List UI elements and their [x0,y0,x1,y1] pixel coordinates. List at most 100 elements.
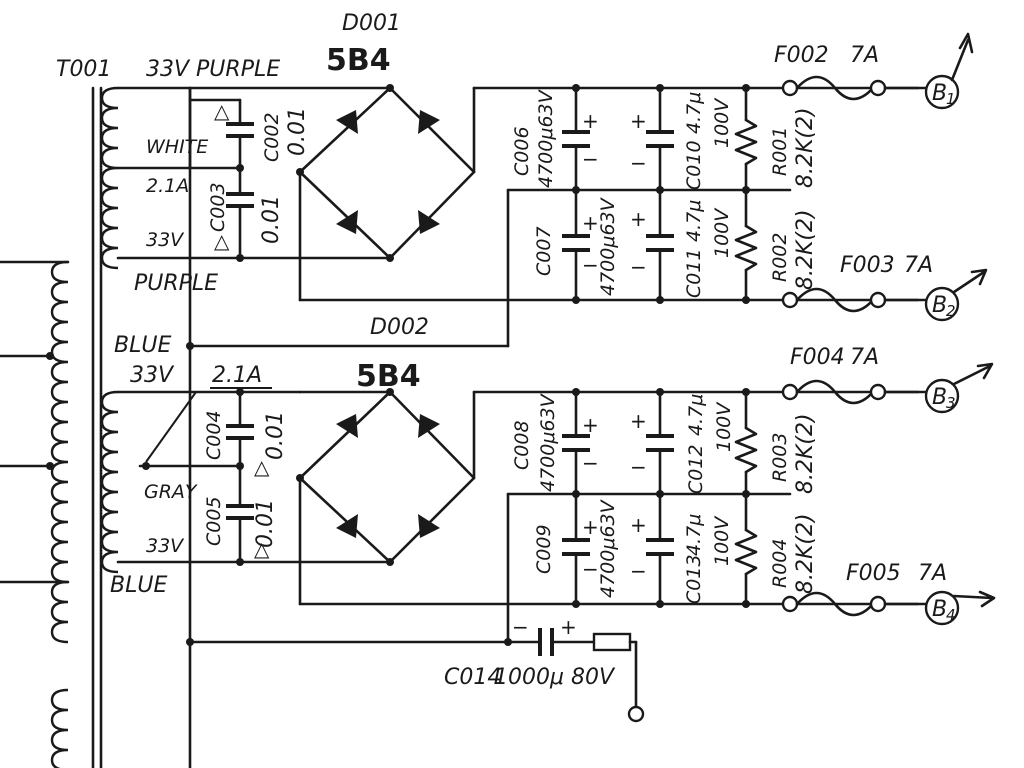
c003-value: 0.01 [259,195,284,244]
secondary2-current-label: 2.1A [212,363,262,388]
c010-voltage: 100V [711,97,733,148]
secondary1-lower-voltage-label: 33V [146,229,185,251]
c013-minus: − [630,559,647,583]
d002-part: 5B4 [356,359,421,394]
b1-index: 1 [946,90,956,108]
b4-index: 4 [946,606,956,624]
c011-value: 4.7μ [683,200,705,242]
c009-plus: + [582,515,599,539]
c006-value: 4700μ63V [535,88,557,188]
b1-letter: B [932,81,947,106]
c002-marker: △ [214,99,230,123]
c008-value: 4700μ63V [537,392,559,492]
c009-minus: − [582,557,599,581]
output-terminal-b3 [883,362,994,414]
secondary1-current-label: 2.1A [146,175,189,197]
r004-value: 8.2K(2) [793,513,818,594]
secondary-winding-bottom [100,86,302,768]
r001-value: 8.2K(2) [793,107,818,188]
f002-rating: 7A [850,43,879,68]
c011-ref: C011 [683,248,705,298]
b3-letter: B [932,385,947,410]
c012-plus: + [630,409,647,433]
c013-voltage: 100V [711,515,733,566]
r001-ref: R001 [769,127,791,176]
secondary1-top-lead-label: 33V PURPLE [146,57,280,82]
c007-minus: − [582,253,599,277]
d002-ref: D002 [370,315,429,340]
c010-ref: C010 [683,140,705,190]
c005-marker: △ [254,537,270,561]
output-terminal-b4 [883,590,996,626]
c002-ref: C002 [261,112,283,162]
c009-ref: C009 [533,524,555,574]
d001-ref: D001 [342,11,401,36]
c010-plus: + [630,109,647,133]
c012-value: 4.7μ [685,394,707,436]
secondary2-center-tap-label: GRAY [144,481,198,503]
f002-ref: F002 [774,43,829,68]
secondary1-bottom-lead-label: PURPLE [134,271,218,296]
f005-ref: F005 [846,561,901,586]
primary-winding-lower [50,688,69,768]
c008-ref: C008 [511,420,533,470]
bridge-rectifier-d001 [188,84,476,302]
output-terminal-b2 [883,268,988,322]
secondary2-lower-voltage-label: 33V [146,535,185,557]
c010-minus: − [630,151,647,175]
b4-letter: B [932,597,947,622]
c014-plus: + [560,615,577,639]
c012-minus: − [630,455,647,479]
c010-value: 4.7μ [683,92,705,134]
output-terminal-b1 [883,32,974,110]
r003-ref: R003 [769,433,791,482]
secondary1-center-tap-label: WHITE [146,136,208,158]
c005-ref: C005 [203,496,225,546]
c013-ref: C013 [683,554,705,604]
snubber-caps-bottom [226,388,254,566]
c004-marker: △ [254,455,270,479]
c008-minus: − [582,451,599,475]
c006-minus: − [582,147,599,171]
f003-rating: 7A [904,253,933,278]
secondary2-top-lead-label: BLUE [114,333,171,358]
transformer-core [91,86,103,768]
c005-value: 0.01 [253,499,278,548]
c009-value: 4700μ63V [597,498,619,598]
f003-ref: F003 [840,253,895,278]
r004-ref: R004 [769,539,791,588]
c003-marker: △ [214,229,230,253]
fuse-f004 [781,379,887,405]
c013-plus: + [630,513,647,537]
c004-ref: C004 [203,410,225,460]
r002-ref: R002 [769,233,791,282]
c014-ref: C014 [444,665,501,690]
output-rails-bottom [298,86,920,644]
c011-minus: − [630,255,647,279]
c002-value: 0.01 [285,107,310,156]
c011-voltage: 100V [711,207,733,258]
bridge-rectifier-d002 [296,388,476,606]
r002-value: 8.2K(2) [793,209,818,290]
c011-plus: + [630,207,647,231]
b3-index: 3 [946,394,956,412]
d001-part: 5B4 [326,43,391,78]
f004-ref: F004 [790,345,845,370]
c013-value: 4.7μ [683,514,705,556]
output-rails-top [188,84,920,348]
ground-cap-c014 [188,628,645,723]
secondary-winding-top [100,86,302,270]
c007-ref: C007 [533,226,555,276]
c014-minus: − [512,615,529,639]
c014-value: 1000μ 80V [494,665,616,690]
c012-ref: C012 [685,444,707,494]
primary-winding-upper [0,260,70,644]
c003-ref: C003 [207,182,229,232]
b2-index: 2 [946,302,956,320]
c006-plus: + [582,109,599,133]
c012-voltage: 100V [713,401,735,452]
secondary2-top-voltage-label: 33V [130,363,175,388]
c006-ref: C006 [511,126,533,176]
f005-rating: 7A [918,561,947,586]
